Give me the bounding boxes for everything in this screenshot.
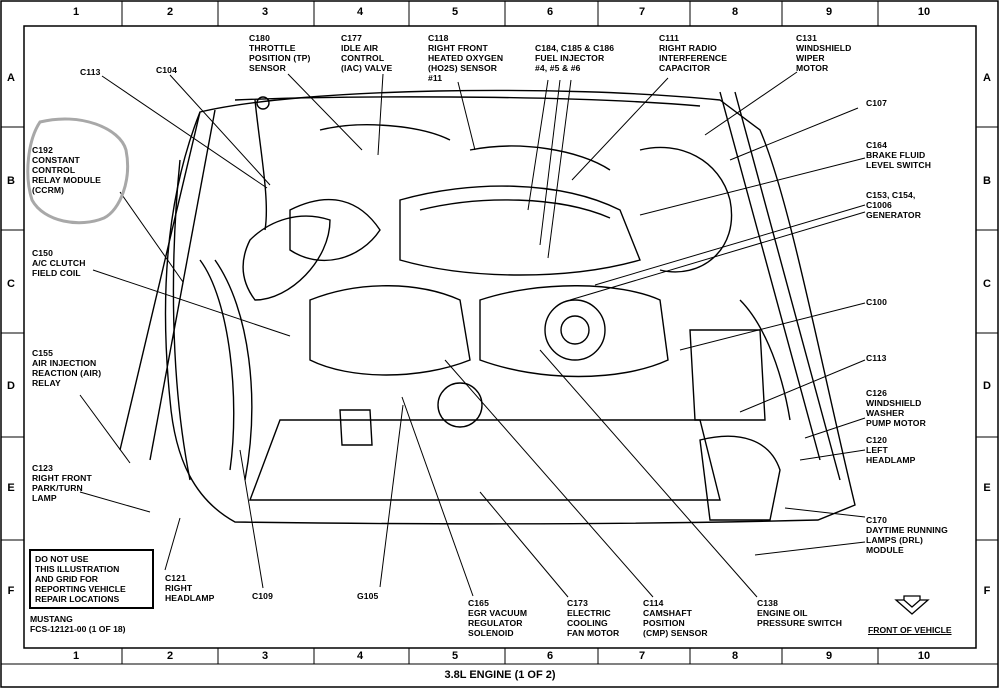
grid-row-d-left: D	[7, 380, 15, 392]
grid-row-c-left: C	[7, 278, 15, 290]
grid-col-4-bottom: 4	[356, 650, 364, 662]
grid-col-9-bottom: 9	[825, 650, 833, 662]
grid-col-1-top: 1	[72, 6, 80, 18]
grid-row-c-right: C	[983, 278, 991, 290]
grid-col-8-bottom: 8	[731, 650, 739, 662]
grid-row-b-right: B	[983, 175, 991, 187]
grid-col-7-top: 7	[638, 6, 646, 18]
grid-col-10-top: 10	[917, 6, 931, 18]
grid-row-f-right: F	[983, 585, 991, 597]
engine-bay-drawing	[119, 89, 856, 525]
label-c113-top: C113	[80, 67, 101, 77]
grid-row-d-right: D	[983, 380, 991, 392]
grid-col-10-bottom: 10	[917, 650, 931, 662]
front-arrow-icon	[894, 595, 930, 615]
grid-col-1-bottom: 1	[72, 650, 80, 662]
label-c109: C109	[252, 591, 273, 601]
label-c104-top: C104	[156, 65, 177, 75]
grid-col-3-top: 3	[261, 6, 269, 18]
label-c100: C100	[866, 297, 887, 307]
leader-lines	[79, 71, 866, 598]
grid-col-2-top: 2	[166, 6, 174, 18]
grid-row-f-left: F	[7, 585, 15, 597]
grid-col-2-bottom: 2	[166, 650, 174, 662]
grid-col-4-top: 4	[356, 6, 364, 18]
label-c107: C107	[866, 98, 887, 108]
grid-row-e-left: E	[7, 482, 15, 494]
grid-col-6-bottom: 6	[546, 650, 554, 662]
grid-col-5-bottom: 5	[451, 650, 459, 662]
grid-col-7-bottom: 7	[638, 650, 646, 662]
front-of-vehicle-label: FRONT OF VEHICLE	[868, 625, 952, 635]
grid-col-9-top: 9	[825, 6, 833, 18]
grid-row-a-right: A	[983, 72, 991, 84]
grid-row-b-left: B	[7, 175, 15, 187]
diagram-title: 3.8L ENGINE (1 OF 2)	[444, 669, 556, 681]
grid-col-5-top: 5	[451, 6, 459, 18]
grid-col-6-top: 6	[546, 6, 554, 18]
grid-col-3-bottom: 3	[261, 650, 269, 662]
label-g105: G105	[357, 591, 379, 601]
grid-row-e-right: E	[983, 482, 991, 494]
label-c113-right: C113	[866, 353, 887, 363]
grid-row-a-left: A	[7, 72, 15, 84]
ccrm-highlight	[26, 117, 129, 225]
grid-col-8-top: 8	[731, 6, 739, 18]
